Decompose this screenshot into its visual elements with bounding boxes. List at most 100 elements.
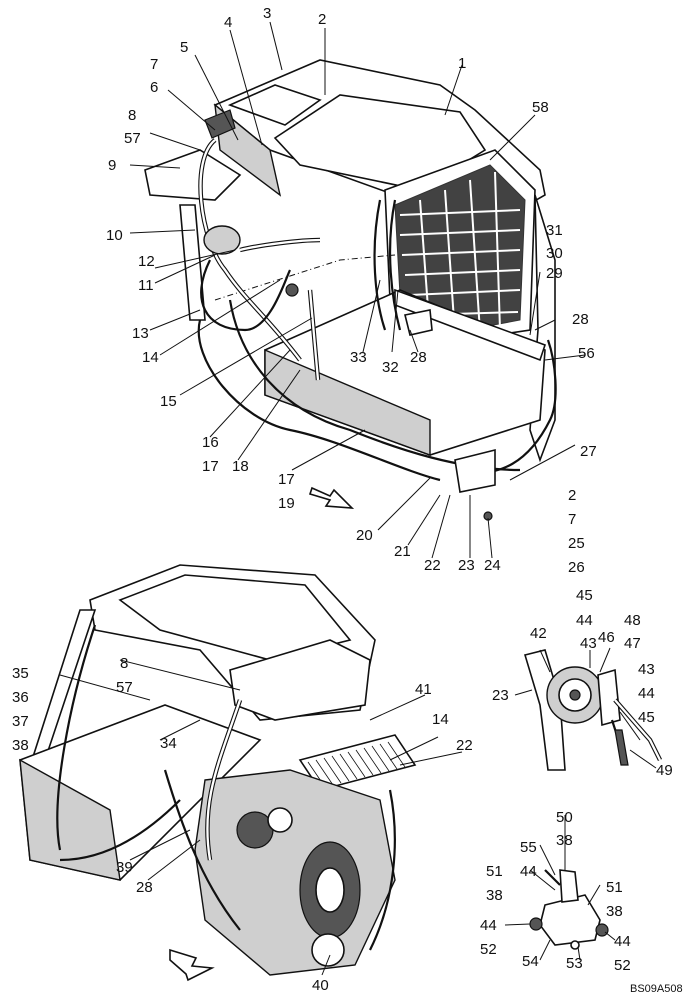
lower-hose-c (59, 799, 181, 862)
engine-pulley-hub (315, 867, 345, 913)
callout-21: 21 (394, 543, 411, 560)
lower-hose-d (369, 789, 396, 951)
callout-48: 48 (624, 612, 641, 629)
callout-14: 14 (142, 349, 159, 366)
floor-front-panel (264, 348, 431, 456)
callout-36: 36 (12, 689, 29, 706)
hvac-filter-box (227, 84, 322, 126)
callout-23: 23 (458, 557, 475, 574)
compressor-clutch-coil (597, 668, 621, 727)
callout-38d: 38 (606, 903, 623, 920)
hvac-hose-c (200, 259, 291, 332)
manifold-tube (559, 869, 579, 903)
cab-outline-dashed (214, 254, 396, 301)
lower-floor-front (19, 758, 121, 881)
callout-2b: 2 (568, 487, 576, 504)
callout-17: 17 (202, 458, 219, 475)
fitting-left (529, 917, 543, 931)
callout-30: 30 (546, 245, 563, 262)
fitting-right (595, 923, 609, 937)
callout-40: 40 (312, 977, 329, 994)
callout-44d: 44 (480, 917, 497, 934)
front-roof-panel (144, 149, 242, 201)
callout-4: 4 (224, 14, 232, 31)
fitting-bottom (570, 940, 580, 950)
crank-pulley (311, 933, 345, 967)
hvac-hose-d (197, 319, 441, 482)
callout-14b: 14 (432, 711, 449, 728)
callout-33: 33 (350, 349, 367, 366)
callout-41: 41 (415, 681, 432, 698)
compressor-detail (523, 649, 663, 771)
callout-16: 16 (202, 434, 219, 451)
callout-32: 32 (382, 359, 399, 376)
compressor-clutch-lower (267, 807, 293, 833)
callout-7b: 7 (568, 511, 576, 528)
callout-20: 20 (356, 527, 373, 544)
callout-28: 28 (572, 311, 589, 328)
hvac-hose-g (388, 199, 402, 331)
lower-hose-e (163, 769, 241, 931)
blower-motor (203, 225, 241, 255)
callout-10: 10 (106, 227, 123, 244)
rear-cross-member (394, 288, 547, 362)
figure-reference-code: BS09A508 (630, 983, 683, 995)
callout-58: 58 (532, 99, 549, 116)
rear-grille-mesh (394, 164, 526, 336)
callout-1: 1 (458, 55, 466, 72)
engine-block (194, 769, 396, 976)
callout-28c: 28 (136, 879, 153, 896)
callout-55: 55 (520, 839, 537, 856)
callout-34: 34 (160, 735, 177, 752)
manifold-block (539, 894, 601, 946)
callout-44a: 44 (576, 612, 593, 629)
left-front-pillar (179, 204, 206, 321)
callout-12: 12 (138, 253, 155, 270)
callout-37: 37 (12, 713, 29, 730)
fitting-detail (529, 869, 609, 950)
manifold-hose (544, 869, 561, 886)
callout-45b: 45 (638, 709, 655, 726)
callout-11: 11 (138, 277, 154, 294)
callout-18: 18 (232, 458, 249, 475)
callout-44c: 44 (520, 863, 537, 880)
callout-17b: 17 (278, 471, 295, 488)
callout-50: 50 (556, 809, 573, 826)
hvac-hose-f (373, 199, 387, 331)
condenser-fins (307, 741, 406, 788)
callout-2: 2 (318, 11, 326, 28)
direction-arrow-upper (308, 486, 355, 509)
lower-hose-b (56, 624, 97, 851)
compressor-shaft (569, 689, 581, 701)
upper-cab-assembly (144, 59, 557, 521)
callout-8b: 8 (120, 655, 128, 672)
compressor-belt (614, 729, 629, 766)
callout-43a: 43 (580, 635, 597, 652)
callout-13: 13 (132, 325, 149, 342)
callout-46: 46 (598, 629, 615, 646)
callout-29: 29 (546, 265, 563, 282)
direction-arrow-lower (169, 948, 215, 982)
callout-51b: 51 (606, 879, 623, 896)
callout-26: 26 (568, 559, 585, 576)
callout-31: 31 (546, 222, 563, 239)
callout-57b: 57 (116, 679, 133, 696)
callout-22b: 22 (456, 737, 473, 754)
callout-23b: 23 (492, 687, 509, 704)
callout-53: 53 (566, 955, 583, 972)
callout-38: 38 (12, 737, 29, 754)
callout-8: 8 (128, 107, 136, 124)
receiver-drier (454, 448, 496, 493)
leader-lines (59, 21, 657, 976)
callout-7: 7 (150, 56, 158, 73)
callout-49: 49 (656, 762, 673, 779)
callout-47: 47 (624, 635, 641, 652)
callout-25: 25 (568, 535, 585, 552)
callout-52b: 52 (614, 957, 631, 974)
compressor-bracket (523, 649, 566, 771)
roof-top-cover (273, 94, 487, 191)
callout-9: 9 (108, 157, 116, 174)
callout-51a: 51 (486, 863, 503, 880)
callout-27: 27 (580, 443, 597, 460)
